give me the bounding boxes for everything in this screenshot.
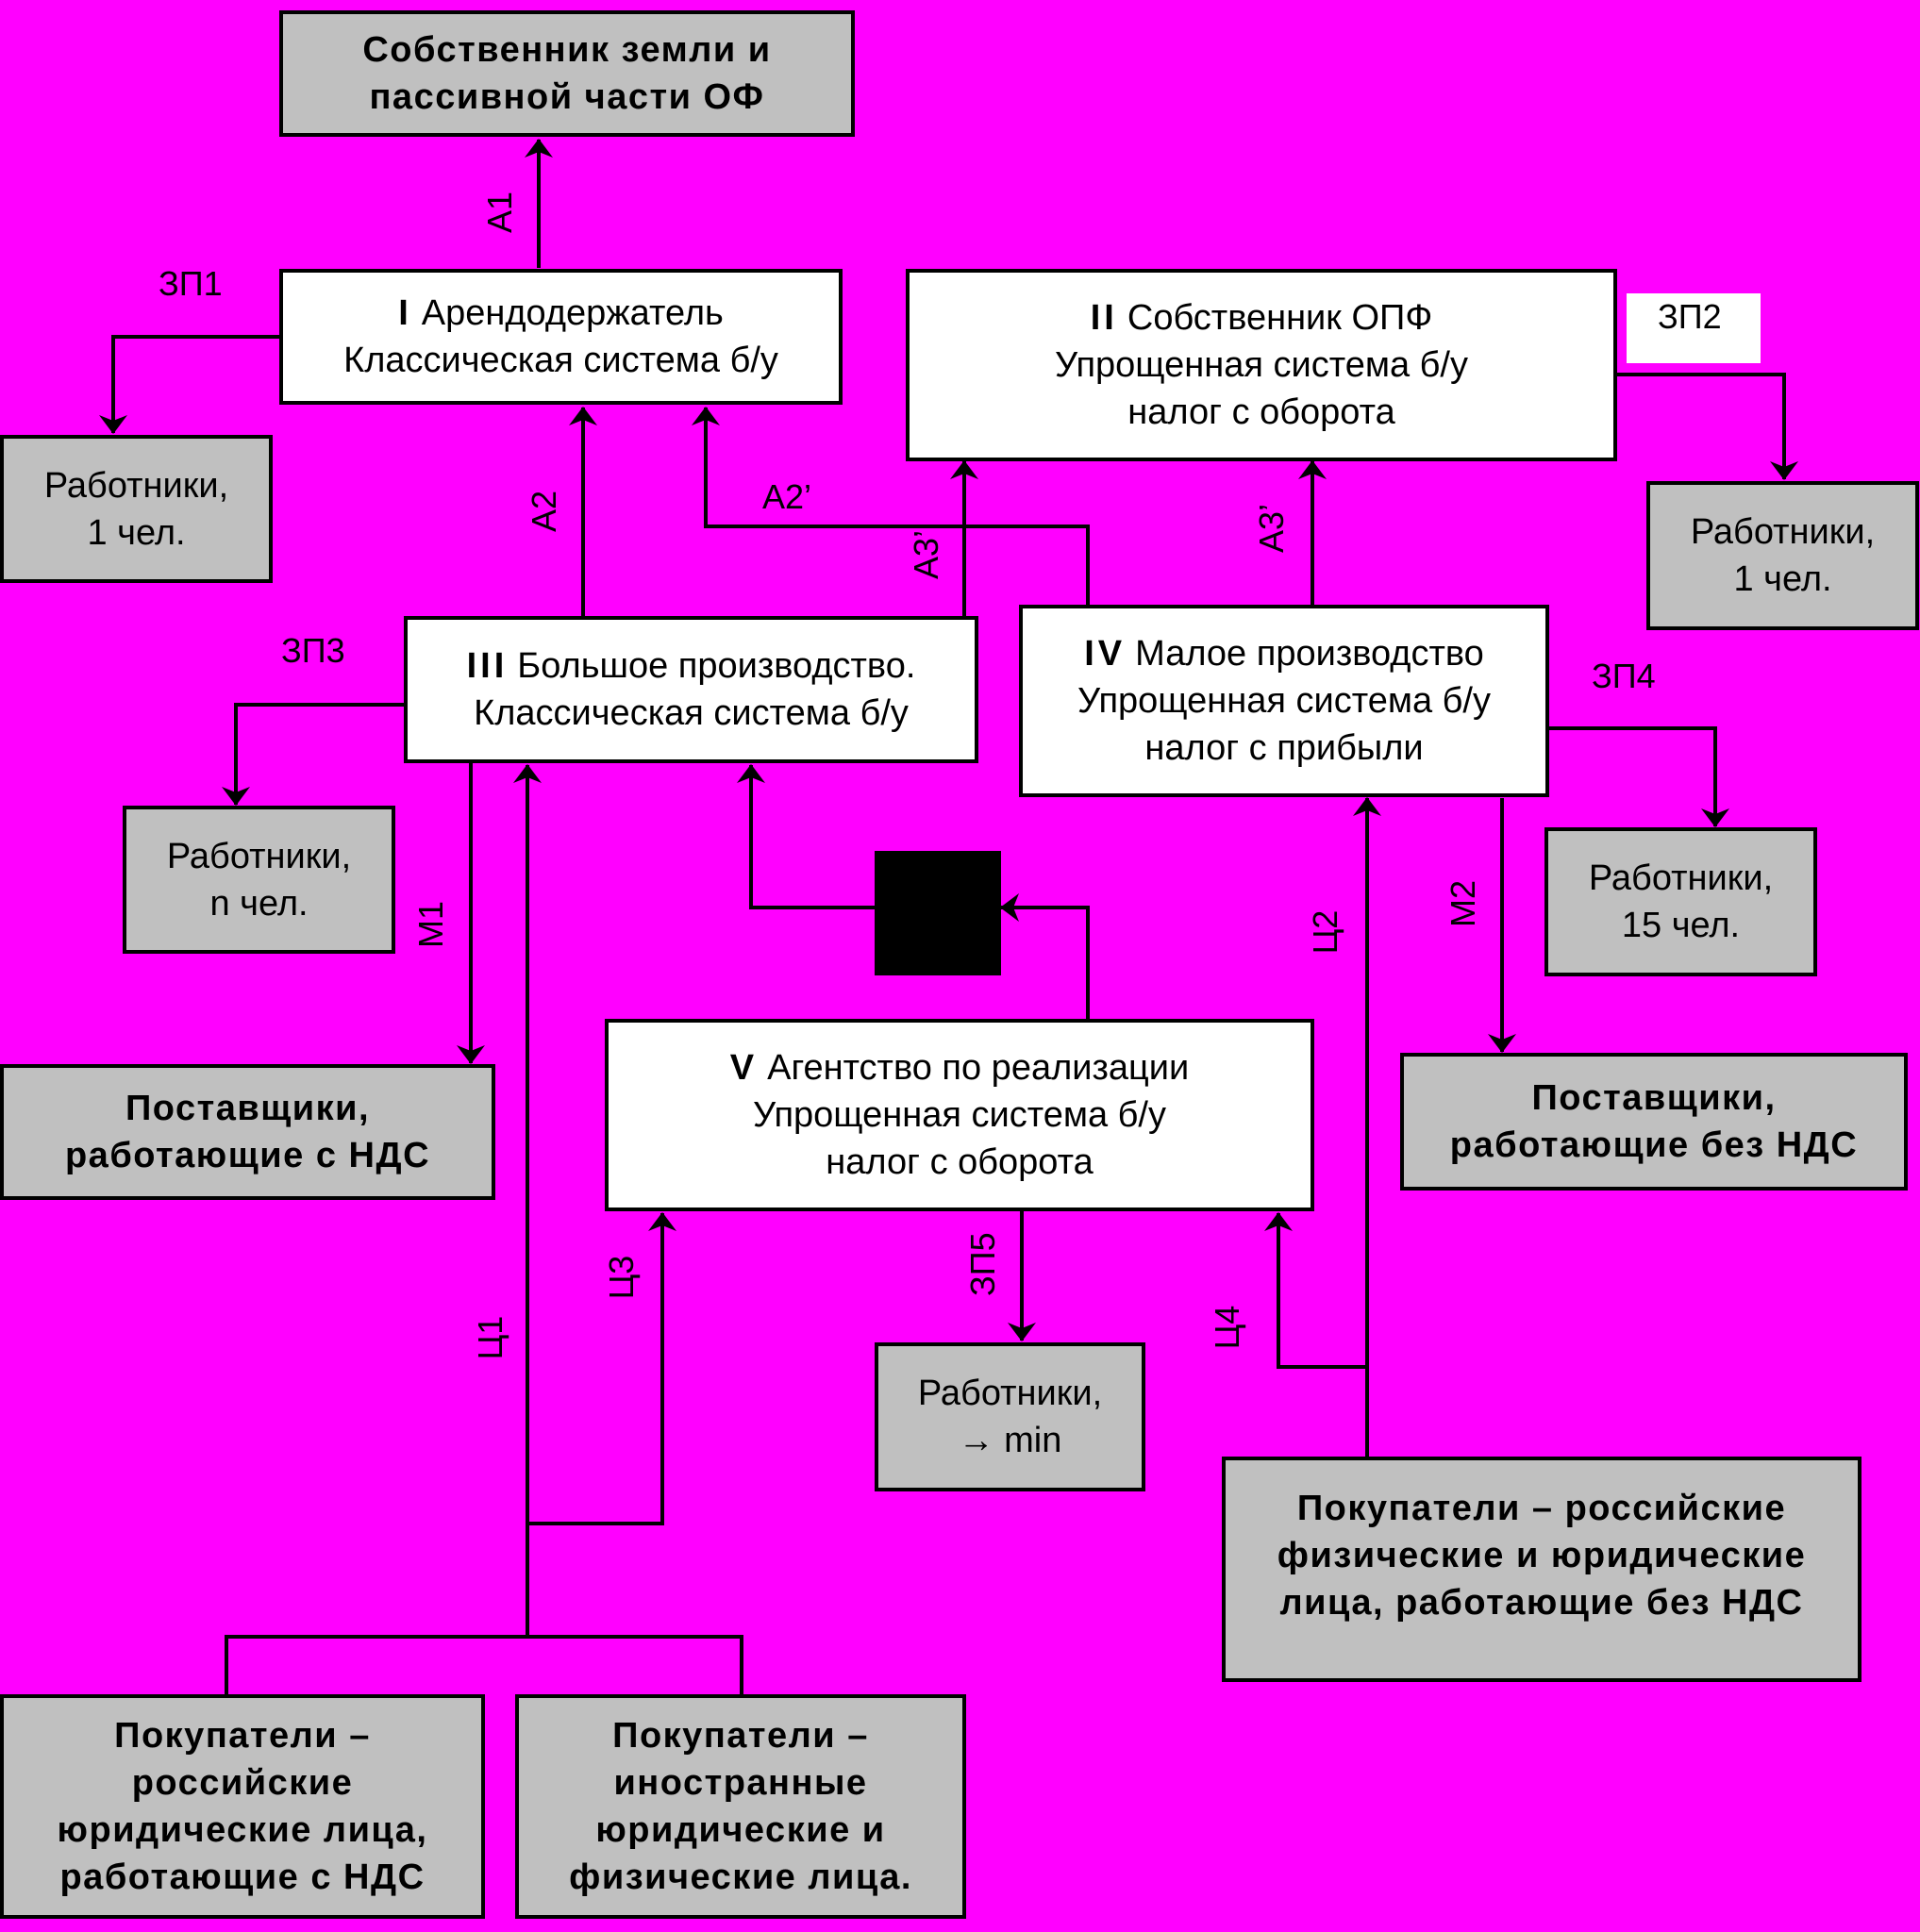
box-line: налог с оборота	[826, 1142, 1094, 1182]
buyers-bracket	[225, 1635, 743, 1695]
roman-numeral: II	[1090, 298, 1118, 338]
box-suppliers-vat: Поставщики, работающие с НДС	[0, 1064, 495, 1200]
box-line: юридические лица,	[57, 1810, 428, 1850]
box-line: 1 чел.	[87, 512, 186, 553]
box-workers-min: Работники, → min	[875, 1342, 1145, 1491]
flow-label-zp4: ЗП4	[1592, 657, 1656, 695]
box-line: n чел.	[209, 883, 309, 924]
box-line: лица, работающие без НДС	[1279, 1583, 1804, 1623]
box-line: налог с прибыли	[1144, 728, 1424, 768]
box-line: налог с оборота	[1127, 392, 1395, 432]
flow-label-c4: Ц4	[1208, 1305, 1246, 1350]
flow-label-a2: А2	[525, 490, 563, 533]
flow-label-a2-prime: А2’	[762, 477, 812, 516]
box-line: Классическая система б/у	[343, 341, 778, 380]
arrow-zp1	[99, 335, 281, 434]
arrow-agency-to-square	[1000, 893, 1090, 1021]
roman-numeral: IV	[1084, 634, 1127, 674]
box-text: Арендодержатель	[421, 293, 724, 333]
box-land-owner: Собственник земли и пассивной части ОФ	[279, 10, 855, 137]
box-buyers-foreign: Покупатели – иностранные юридические и ф…	[515, 1694, 966, 1919]
box-text: Агентство по реализации	[767, 1048, 1190, 1088]
box-text: Большое производство.	[517, 646, 916, 686]
box-buyers-russian-vat: Покупатели – российские юридические лица…	[0, 1694, 485, 1919]
box-text: Малое производство	[1135, 634, 1484, 674]
arrow-a2-prime	[692, 407, 1090, 606]
box-line: 1 чел.	[1733, 559, 1832, 599]
flow-label-c1: Ц1	[471, 1315, 509, 1360]
box-line: работающие с НДС	[59, 1857, 426, 1897]
roman-numeral: III	[466, 646, 509, 686]
box-line: физические и юридические	[1277, 1536, 1807, 1575]
zp2-label-background	[1627, 293, 1761, 363]
box-line: Работники,	[1588, 858, 1774, 898]
box-line: 15 чел.	[1621, 906, 1741, 945]
box-line: пассивной части ОФ	[369, 77, 765, 117]
arrow-square-to-big-production	[737, 764, 875, 909]
flow-label-zp3: ЗП3	[281, 631, 345, 670]
box-line: Покупатели –	[612, 1716, 869, 1756]
flow-label-zp2: ЗП2	[1658, 297, 1722, 336]
box-line: работающие с НДС	[64, 1136, 431, 1175]
box-workers-15: Работники, 15 чел.	[1544, 827, 1817, 976]
box-suppliers-no-vat: Поставщики, работающие без НДС	[1400, 1053, 1908, 1191]
roman-numeral: I	[398, 293, 412, 333]
flow-label-zp1: ЗП1	[159, 264, 223, 303]
flow-label-a3-prime-right: А3’	[1252, 503, 1291, 554]
arrow-zp3	[222, 703, 406, 806]
box-line: Работники,	[43, 465, 229, 506]
flow-label-zp5: ЗП5	[963, 1232, 1002, 1296]
arrow-c3	[527, 1212, 676, 1525]
arrow-c4	[1264, 1212, 1367, 1369]
arrow-zp2	[1615, 373, 1798, 480]
box-line: Покупатели – российские	[1296, 1489, 1787, 1528]
box-line: работающие без НДС	[1449, 1125, 1859, 1165]
box-line: юридические и	[595, 1810, 886, 1850]
box-line: → min	[958, 1421, 1062, 1460]
box-workers-n: Работники, n чел.	[123, 806, 395, 954]
box-workers-1-right: Работники, 1 чел.	[1646, 481, 1919, 630]
box-line: Собственник земли и	[362, 30, 772, 70]
box-line: Классическая система б/у	[474, 693, 909, 733]
box-line: Упрощенная система б/у	[1055, 345, 1468, 385]
box-line: Поставщики,	[1531, 1078, 1777, 1118]
flow-label-m2: М2	[1444, 879, 1482, 927]
box-buyers-russian-no-vat: Покупатели – российские физические и юри…	[1222, 1457, 1862, 1682]
box-line: Работники,	[917, 1374, 1103, 1413]
box-text: Собственник ОПФ	[1127, 298, 1433, 338]
box-line: российские	[131, 1763, 354, 1803]
box-line: Работники,	[166, 836, 352, 876]
black-square-node	[875, 851, 1001, 975]
box-line: иностранные	[613, 1763, 868, 1803]
box-line: Поставщики,	[125, 1089, 371, 1128]
flow-label-c2: Ц2	[1306, 909, 1344, 955]
box-line: Работники,	[1690, 512, 1876, 552]
box-line: Покупатели –	[114, 1716, 371, 1756]
roman-numeral: V	[729, 1048, 759, 1088]
flow-label-c3: Ц3	[602, 1255, 641, 1300]
arrow-zp4	[1548, 726, 1729, 827]
flow-label-a3-prime-left: А3’	[907, 529, 945, 580]
flow-label-a1: А1	[480, 191, 519, 234]
box-line: Упрощенная система б/у	[753, 1095, 1166, 1135]
flow-label-m1: М1	[411, 900, 450, 948]
box-line: Упрощенная система б/у	[1077, 681, 1491, 721]
box-workers-1-left: Работники, 1 чел.	[0, 435, 273, 583]
box-line: физические лица.	[569, 1857, 912, 1897]
